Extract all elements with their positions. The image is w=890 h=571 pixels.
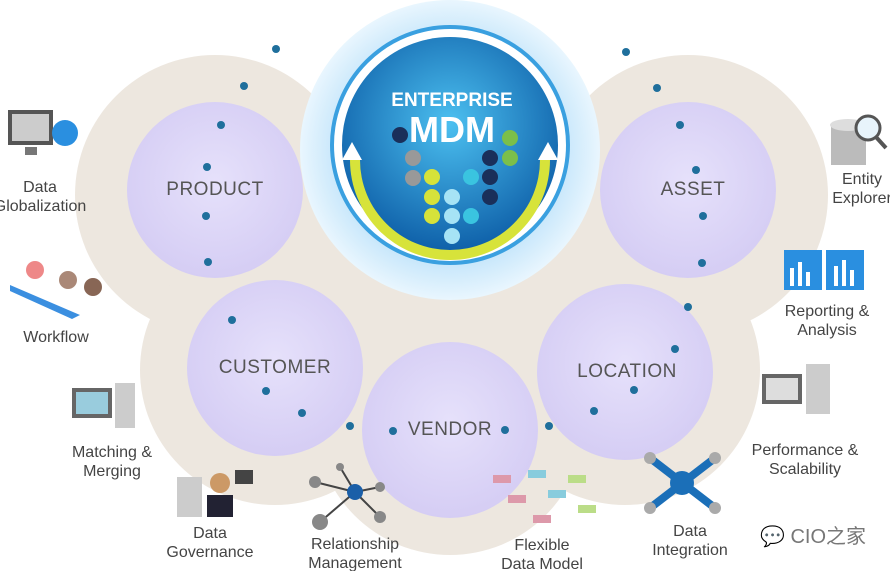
- yellow-arc: [350, 160, 550, 260]
- computers-icon: [72, 383, 135, 428]
- segment-location: LOCATION: [577, 361, 677, 382]
- arrow-up-left-icon: [342, 142, 362, 160]
- feature-reporting-analysis: Reporting &Analysis: [784, 303, 870, 339]
- segment-asset: ASSET: [660, 179, 726, 200]
- location-circle: [537, 284, 713, 460]
- segment-customer: CUSTOMER: [218, 357, 332, 378]
- vendor-circle: [362, 342, 538, 518]
- dot-pattern: [392, 127, 518, 244]
- workflow-people-icon: [10, 261, 102, 319]
- feature-matching-merging: Matching &Merging: [71, 444, 153, 480]
- center-title-line2: MDM: [409, 109, 495, 150]
- network-nodes-icon: [309, 463, 386, 530]
- segment-vendor: VENDOR: [407, 419, 493, 440]
- governance-icon: [177, 470, 253, 517]
- connector-dots: [202, 45, 707, 435]
- customer-circle: [187, 280, 363, 456]
- integration-arrows-icon: [644, 452, 721, 514]
- product-circle: [127, 102, 303, 278]
- feature-workflow: Workflow: [23, 329, 89, 346]
- watermark: 💬 CIO之家: [760, 526, 867, 548]
- mdm-core: [342, 37, 558, 253]
- arrow-up-right-icon: [538, 142, 558, 160]
- database-search-icon: [830, 114, 888, 165]
- asset-circle: [600, 102, 776, 278]
- wechat-icon: 💬: [760, 526, 785, 548]
- server-computer-icon: [762, 364, 830, 414]
- monitor-globe-icon: [8, 110, 78, 155]
- center-title-line1: ENTERPRISE: [391, 90, 512, 111]
- data-model-icon: [493, 470, 596, 523]
- chart-reports-icon: [784, 250, 864, 290]
- segment-product: PRODUCT: [166, 179, 264, 200]
- feature-performance-scalability: Performance &Scalability: [751, 442, 859, 478]
